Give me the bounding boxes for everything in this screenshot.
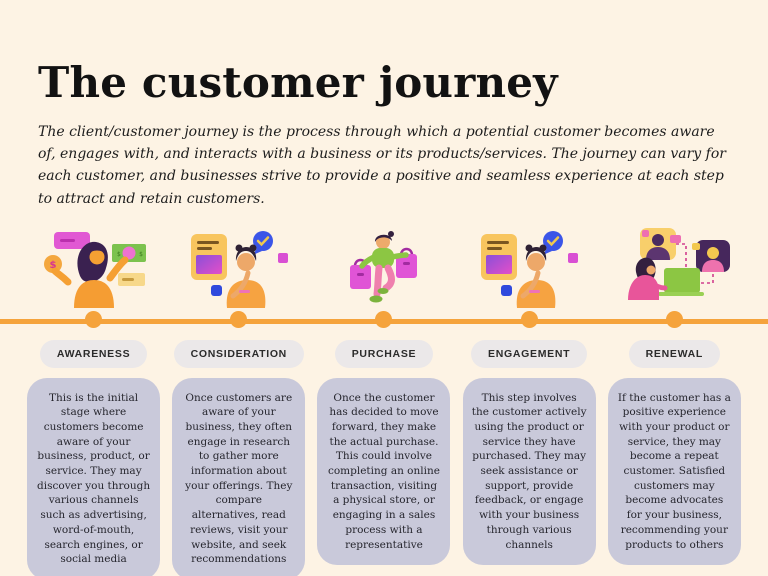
stage-description-engagement: This step involves the customer actively… xyxy=(462,377,596,566)
stage-consideration: CONSIDERATION Once customers are aware o… xyxy=(166,226,311,576)
svg-text:$: $ xyxy=(139,251,143,258)
stage-purchase: PURCHASE Once the customer has decided t… xyxy=(311,226,456,576)
stage-description-purchase: Once the customer has decided to move fo… xyxy=(317,377,451,566)
dot-row xyxy=(375,311,393,329)
intro-paragraph: The client/customer journey is the proce… xyxy=(38,124,726,207)
header: The customer journey The client/customer… xyxy=(0,0,768,210)
stage-label-engagement: ENGAGEMENT xyxy=(471,339,588,368)
person-researching-icon xyxy=(183,226,295,308)
journey-timeline: $ $ $ AWA xyxy=(0,226,768,576)
page-title: The customer journey xyxy=(38,58,558,107)
dot-row xyxy=(230,311,248,329)
stage-description-renewal: If the customer has a positive experienc… xyxy=(607,377,741,566)
stage-label-consideration: CONSIDERATION xyxy=(173,339,304,368)
video-call-advocacy-icon xyxy=(614,226,734,308)
timeline-dot xyxy=(85,311,103,329)
svg-text:$: $ xyxy=(117,251,121,258)
svg-text:$: $ xyxy=(49,260,56,271)
stage-renewal: RENEWAL If the customer has a positive e… xyxy=(602,226,747,576)
stage-awareness: $ $ $ AWA xyxy=(21,226,166,576)
stage-engagement: ENGAGEMENT This step involves the custom… xyxy=(457,226,602,576)
stage-description-consideration: Once customers are aware of your busines… xyxy=(172,377,306,576)
shopper-with-bags-icon xyxy=(328,226,440,308)
stage-label-purchase: PURCHASE xyxy=(334,339,434,368)
customer-feedback-icon xyxy=(473,226,585,308)
dot-row xyxy=(665,311,683,329)
stages-row: $ $ $ AWA xyxy=(0,226,768,576)
timeline-dot xyxy=(520,311,538,329)
stage-description-awareness: This is the initial stage where customer… xyxy=(27,377,161,576)
dot-row xyxy=(520,311,538,329)
timeline-dot xyxy=(230,311,248,329)
woman-with-money-icon: $ $ $ xyxy=(38,226,150,308)
timeline-dot xyxy=(665,311,683,329)
dot-row xyxy=(85,311,103,329)
stage-label-renewal: RENEWAL xyxy=(628,339,721,368)
stage-label-awareness: AWARENESS xyxy=(39,339,148,368)
timeline-dot xyxy=(375,311,393,329)
